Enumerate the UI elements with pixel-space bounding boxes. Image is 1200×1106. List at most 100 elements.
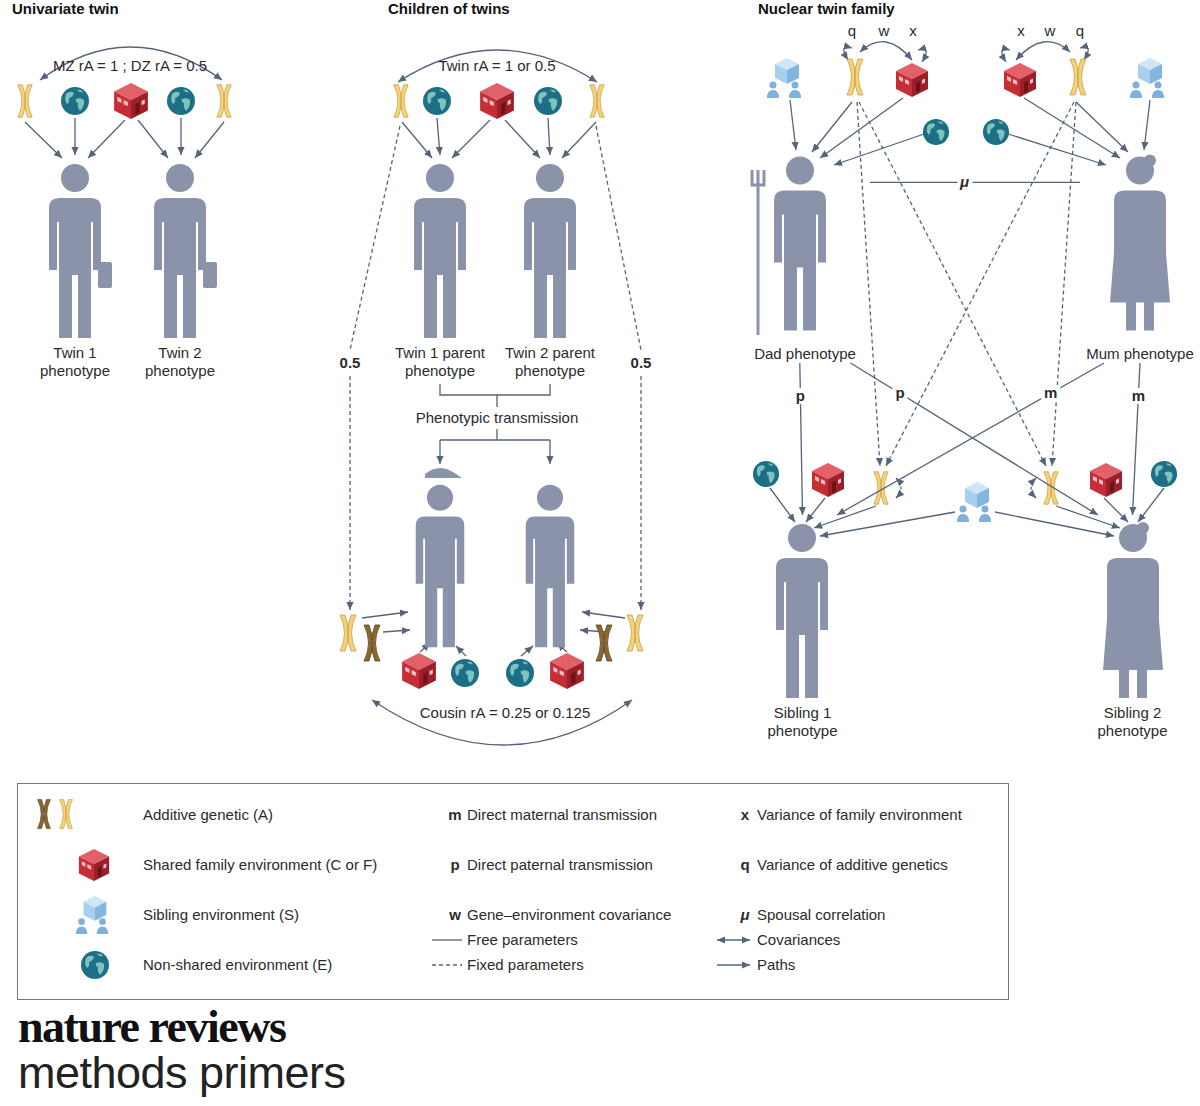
person-node: Dad phenotype xyxy=(740,148,870,363)
annotation-label: x xyxy=(741,806,749,824)
globe-icon xyxy=(753,461,779,487)
path-arrow xyxy=(834,134,924,165)
legend-text: Free parameters xyxy=(467,931,578,949)
house-icon xyxy=(402,653,436,689)
fixed-path xyxy=(1052,102,1076,466)
gene-icon xyxy=(394,85,408,117)
path-arrow xyxy=(562,122,596,158)
legend-text: Non-shared environment (E) xyxy=(143,956,332,974)
path-arrow xyxy=(812,102,852,152)
phenotype-label: Twin 2 phenotype xyxy=(135,344,225,380)
annotation-label: w xyxy=(1045,22,1056,40)
fixed-path xyxy=(640,376,641,610)
sibling-env-icon xyxy=(767,58,801,98)
globe-icon xyxy=(423,87,451,115)
fixed-path xyxy=(596,126,641,350)
legend-line xyxy=(432,964,462,965)
person-silhouette xyxy=(154,164,206,338)
variance-loop xyxy=(896,478,901,498)
person-silhouette xyxy=(1103,522,1163,698)
path-arrow xyxy=(1008,134,1106,165)
covariance-arc xyxy=(918,49,926,62)
legend-text: Spousal correlation xyxy=(757,906,885,924)
path-arrow xyxy=(362,612,408,618)
annotation-label: q xyxy=(848,22,856,40)
path-arrow xyxy=(383,630,410,632)
covariance-arc xyxy=(1016,42,1070,60)
transmission-path xyxy=(1133,363,1141,515)
legend-text: Shared family environment (C or F) xyxy=(143,856,377,874)
legend-text: Variance of additive genetics xyxy=(757,856,948,874)
path-arrow xyxy=(402,122,432,158)
path-arrow xyxy=(790,100,796,150)
phenotype-label: Sibling 2 phenotype xyxy=(1075,704,1190,740)
path-arrow xyxy=(452,120,490,158)
globe-icon xyxy=(1151,461,1177,487)
panel-heading: Nuclear twin family xyxy=(758,0,895,18)
house-icon xyxy=(550,653,584,689)
covariance-arc xyxy=(1002,49,1010,62)
path-arrow xyxy=(820,98,903,158)
path-arrow xyxy=(195,122,224,158)
house-icon xyxy=(812,463,844,497)
person-node: Sibling 2 phenotype xyxy=(1075,515,1190,740)
publisher-mark: nature reviews xyxy=(18,1002,285,1052)
path-arrows xyxy=(350,118,641,745)
sibling-env-icon xyxy=(1130,58,1164,98)
phenotype-label: Mum phenotype xyxy=(1086,345,1194,363)
annotation-label: p xyxy=(450,856,459,874)
legend-line xyxy=(717,964,750,965)
legend-icon xyxy=(76,896,108,934)
legend-icon xyxy=(38,800,51,829)
person-silhouette xyxy=(776,524,828,698)
transmission-path xyxy=(800,363,803,515)
house-icon xyxy=(896,63,928,97)
globe-icon xyxy=(167,87,195,115)
gene-icon xyxy=(364,625,380,661)
phenotype-label: Twin 1 parent phenotype xyxy=(385,344,495,380)
legend-icon xyxy=(60,800,73,829)
person-node: Mum phenotype xyxy=(1080,148,1200,363)
path-label: m xyxy=(1041,385,1060,401)
covariance-arc xyxy=(40,47,222,80)
annotation-label: 0.5 xyxy=(340,354,361,372)
legend-line xyxy=(717,939,750,940)
path-arrow xyxy=(456,646,466,656)
child-silhouette xyxy=(416,485,465,647)
annotation-label: MZ rA = 1 ; DZ rA = 0.5 xyxy=(53,57,207,75)
person-node: Twin 2 parent phenotype xyxy=(495,155,605,380)
person-node: Twin 1 parent phenotype xyxy=(385,155,495,380)
path-arrow xyxy=(814,506,876,528)
variance-loop xyxy=(1031,478,1036,498)
legend-text: Additive genetic (A) xyxy=(143,806,273,824)
path-arrow xyxy=(180,118,181,155)
person-node: Sibling 1 phenotype xyxy=(745,515,860,740)
annotation-label: q xyxy=(740,856,749,874)
covariance-arc xyxy=(398,50,597,82)
gene-icon xyxy=(1044,472,1058,504)
globe-icon xyxy=(534,87,562,115)
house-icon xyxy=(1004,63,1036,97)
path-arrow xyxy=(1076,102,1128,152)
annotation-label: Cousin rA = 0.25 or 0.125 xyxy=(420,704,591,722)
transmission-path xyxy=(870,182,1080,183)
gene-icon xyxy=(590,85,604,117)
gene-icon xyxy=(627,615,643,651)
covariance-arc xyxy=(372,700,632,745)
globe-icon xyxy=(61,87,89,115)
transmission-arrow xyxy=(439,440,440,464)
annotation-label: x xyxy=(1017,22,1025,40)
globe-icon xyxy=(451,659,479,687)
legend-line xyxy=(432,939,462,940)
phenotype-label: Sibling 1 phenotype xyxy=(745,704,860,740)
publisher-mark: methods primers xyxy=(18,1048,346,1097)
path-arrow xyxy=(820,512,955,536)
legend-text: Sibling environment (S) xyxy=(143,906,299,924)
phenotype-label: Dad phenotype xyxy=(754,345,856,363)
path-arrow xyxy=(1024,98,1120,158)
path-arrow xyxy=(521,646,533,656)
covariance-arc xyxy=(860,42,912,60)
path-arrow xyxy=(548,118,550,155)
annotation-label: Twin rA = 1 or 0.5 xyxy=(438,57,555,75)
